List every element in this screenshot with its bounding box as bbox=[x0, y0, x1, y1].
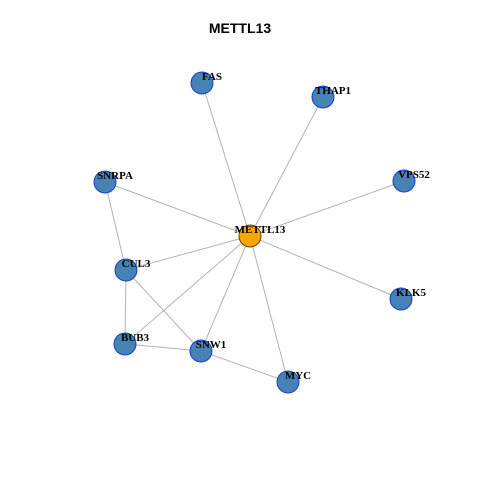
node-klk5[interactable]: KLK5 bbox=[389, 287, 426, 311]
node-snw1[interactable]: SNW1 bbox=[189, 339, 227, 363]
node-fas[interactable]: FAS bbox=[190, 71, 222, 95]
edge-mettl13-thap1 bbox=[249, 96, 324, 237]
node-bub3[interactable]: BUB3 bbox=[113, 332, 150, 356]
edge-mettl13-vps52 bbox=[249, 180, 405, 237]
edge-mettl13-klk5 bbox=[249, 235, 402, 300]
node-myc[interactable]: MYC bbox=[276, 370, 311, 394]
edge-mettl13-bub3 bbox=[124, 235, 251, 345]
node-cul3[interactable]: CUL3 bbox=[114, 258, 151, 282]
edge-mettl13-myc bbox=[249, 235, 289, 383]
node-thap1[interactable]: THAP1 bbox=[311, 85, 351, 109]
edge-cul3-snw1 bbox=[125, 269, 202, 352]
node-circle-vps52[interactable] bbox=[392, 169, 416, 193]
edge-snrpa-cul3 bbox=[104, 181, 127, 271]
node-circle-snrpa[interactable] bbox=[93, 170, 117, 194]
node-vps52[interactable]: VPS52 bbox=[392, 169, 430, 193]
node-label-klk5: KLK5 bbox=[396, 287, 426, 299]
edge-mettl13-snrpa bbox=[104, 181, 251, 237]
node-circle-thap1[interactable] bbox=[311, 85, 335, 109]
node-label-vps52: VPS52 bbox=[398, 169, 430, 181]
node-label-fas: FAS bbox=[202, 71, 222, 83]
node-circle-snw1[interactable] bbox=[189, 339, 213, 363]
node-label-myc: MYC bbox=[285, 370, 311, 382]
node-label-cul3: CUL3 bbox=[122, 258, 151, 270]
node-label-snw1: SNW1 bbox=[196, 339, 227, 351]
node-mettl13[interactable]: METTL13 bbox=[235, 224, 286, 248]
node-circle-fas[interactable] bbox=[190, 71, 214, 95]
node-circle-mettl13[interactable] bbox=[238, 224, 262, 248]
node-snrpa[interactable]: SNRPA bbox=[93, 170, 133, 194]
edge-layer bbox=[104, 82, 405, 383]
node-label-thap1: THAP1 bbox=[315, 85, 351, 97]
node-circle-bub3[interactable] bbox=[113, 332, 137, 356]
node-label-mettl13: METTL13 bbox=[235, 224, 286, 236]
node-circle-klk5[interactable] bbox=[389, 287, 413, 311]
edge-snw1-myc bbox=[200, 350, 289, 383]
node-circle-cul3[interactable] bbox=[114, 258, 138, 282]
edge-mettl13-fas bbox=[201, 82, 251, 237]
graph-title: METTL13 bbox=[208, 20, 272, 36]
edge-bub3-snw1 bbox=[124, 343, 202, 352]
edge-mettl13-cul3 bbox=[125, 235, 251, 271]
node-circle-myc[interactable] bbox=[276, 370, 300, 394]
node-label-snrpa: SNRPA bbox=[97, 170, 133, 182]
edge-mettl13-snw1 bbox=[200, 235, 251, 352]
node-label-bub3: BUB3 bbox=[121, 332, 150, 344]
edge-cul3-bub3 bbox=[124, 269, 127, 345]
